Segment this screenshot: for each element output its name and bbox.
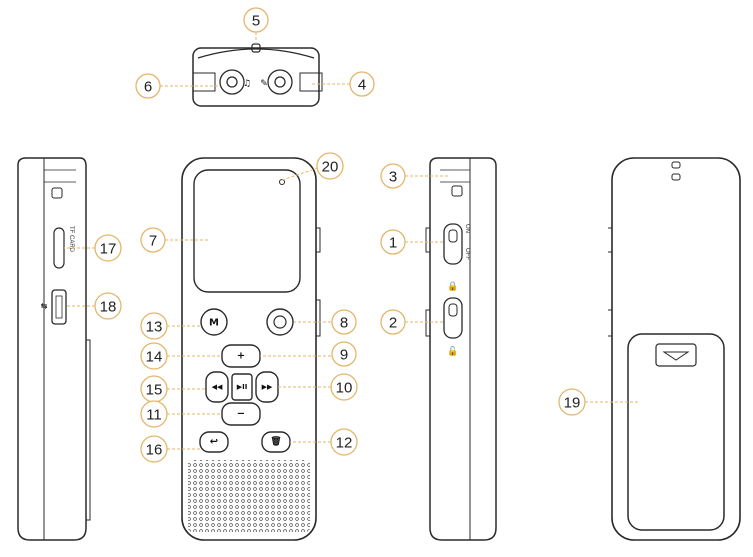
svg-text:18: 18 [100, 299, 117, 316]
callout-19: 19 [558, 388, 586, 416]
mic-jack-icon [267, 69, 293, 95]
svg-text:8: 8 [340, 315, 348, 332]
callout-11: 11 [140, 400, 168, 428]
callout-9: 9 [331, 341, 357, 367]
record-button[interactable] [266, 308, 294, 336]
trash-icon: 🗑 [270, 436, 281, 447]
svg-text:✎: ✎ [260, 79, 268, 89]
menu-button[interactable] [200, 308, 228, 336]
callout-1: 1 [380, 229, 406, 255]
callout-17: 17 [94, 234, 122, 262]
svg-text:20: 20 [322, 159, 339, 176]
right-side-view: ON OFF 🔒 🔓 [425, 157, 497, 541]
callout-14: 14 [140, 342, 168, 370]
front-body [181, 157, 317, 541]
callout-2: 2 [380, 309, 406, 335]
callout-6: 6 [135, 73, 161, 99]
minus-icon: − [237, 409, 245, 420]
battery-cover [627, 333, 725, 531]
back-button[interactable] [199, 431, 229, 453]
on-label: ON [464, 224, 470, 233]
svg-text:4: 4 [358, 77, 366, 94]
tf-card-slot-icon [53, 227, 65, 269]
svg-text:5: 5 [252, 13, 260, 30]
svg-text:2: 2 [389, 315, 397, 332]
callouts: 5 6 4 20 3 7 1 17 18 2 13 8 14 9 15 10 1… [94, 7, 586, 463]
callout-16: 16 [140, 435, 168, 463]
front-view: M + − ◀◀ ▶▶ ▶II ↩ 🗑 [181, 157, 321, 541]
svg-text:♫: ♫ [243, 79, 251, 89]
callout-5: 5 [243, 7, 269, 33]
callout-8: 8 [331, 309, 357, 335]
svg-text:17: 17 [100, 241, 117, 258]
left-side-view: TF CARD ⇆ [17, 157, 91, 541]
tf-card-label: TF CARD [68, 226, 74, 253]
forward-icon: ▶▶ [262, 383, 273, 391]
svg-text:14: 14 [146, 349, 163, 366]
svg-text:10: 10 [336, 380, 353, 397]
top-edge [197, 48, 315, 59]
volume-down-button[interactable] [221, 402, 261, 426]
svg-text:13: 13 [146, 319, 163, 336]
top-view: ♫ ✎ [192, 43, 323, 107]
speaker-grille [188, 460, 310, 532]
off-label: OFF [464, 248, 470, 260]
unlock-icon: 🔓 [447, 345, 458, 357]
svg-text:15: 15 [146, 382, 163, 399]
callout-20: 20 [316, 152, 344, 180]
callout-3: 3 [380, 163, 406, 189]
callout-4: 4 [349, 71, 375, 97]
svg-text:19: 19 [564, 395, 581, 412]
return-icon: ↩ [210, 437, 218, 448]
svg-text:3: 3 [389, 169, 397, 186]
svg-text:9: 9 [340, 347, 348, 364]
usb-port-icon [51, 289, 67, 325]
callout-12: 12 [330, 428, 358, 456]
svg-text:1: 1 [389, 235, 397, 252]
callout-13: 13 [140, 312, 168, 340]
callout-7: 7 [140, 227, 166, 253]
headphone-jack-icon [219, 69, 245, 95]
play-pause-button[interactable] [231, 373, 253, 401]
callout-10: 10 [330, 373, 358, 401]
svg-text:12: 12 [336, 435, 353, 452]
svg-text:⇆: ⇆ [41, 302, 48, 311]
svg-text:11: 11 [146, 407, 162, 424]
svg-text:6: 6 [144, 79, 152, 96]
svg-text:7: 7 [149, 233, 157, 250]
display-screen [193, 169, 301, 293]
battery-latch [655, 343, 697, 367]
menu-button-label: M [209, 318, 219, 329]
rewind-icon: ◀◀ [212, 383, 223, 391]
leader-lines [64, 32, 640, 450]
plus-icon: + [237, 351, 245, 362]
hold-switch[interactable] [443, 297, 463, 339]
play-pause-icon: ▶II [237, 383, 248, 391]
power-switch[interactable] [443, 223, 463, 265]
svg-text:16: 16 [146, 442, 163, 459]
lock-icon: 🔒 [447, 281, 458, 292]
back-view [608, 157, 741, 541]
callout-18: 18 [94, 292, 122, 320]
previous-button[interactable] [205, 371, 229, 403]
callout-15: 15 [140, 375, 168, 403]
